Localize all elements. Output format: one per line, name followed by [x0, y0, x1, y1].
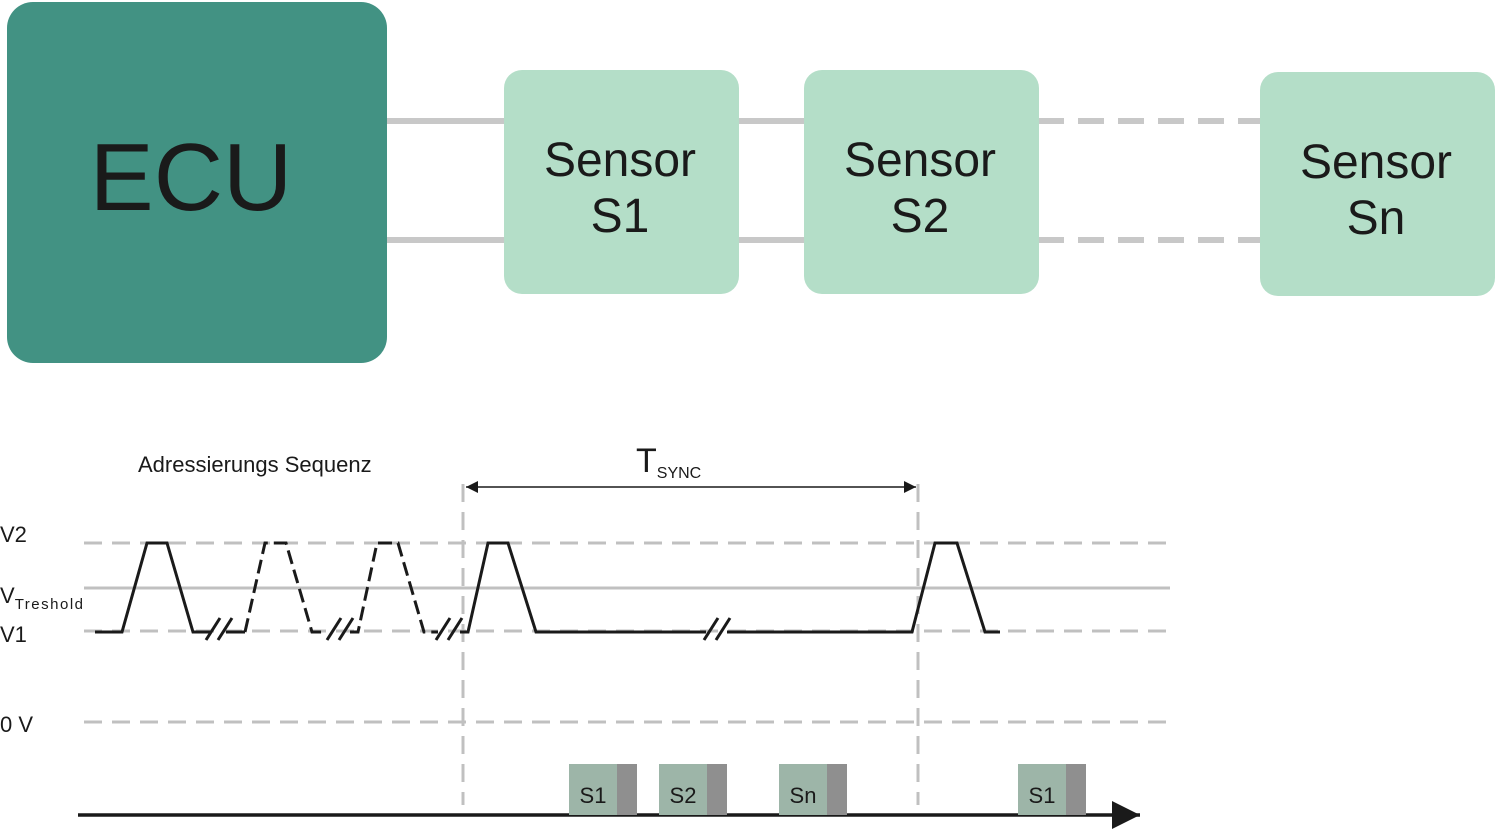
pulse-3-dashed [350, 541, 438, 634]
slot-s2-label: S2 [670, 783, 697, 808]
break-mark-1 [204, 617, 234, 641]
break-mark-4 [702, 617, 732, 641]
response-slot-s1: S1 [569, 764, 637, 815]
signal-waveform [95, 541, 1000, 641]
ecu-label: ECU [90, 124, 293, 231]
level-vthreshold-main: V [0, 583, 15, 608]
slot-s1-repeat-label: S1 [1029, 783, 1056, 808]
pulse-5 [727, 541, 1000, 634]
level-v2-label: V2 [0, 522, 27, 547]
response-slot-s1-repeat: S1 [1018, 764, 1086, 815]
tsync-main: T [636, 442, 657, 480]
bus-wires [386, 118, 1260, 243]
break-mark-2 [325, 617, 355, 641]
level-v1-label: V1 [0, 622, 27, 647]
sensor-s1-title: Sensor [544, 134, 696, 187]
sensor-s2-id: S2 [891, 190, 950, 243]
level-zero-label: 0 V [0, 712, 33, 737]
response-slot-s2: S2 [659, 764, 727, 815]
pulse-1 [95, 541, 210, 634]
sensor-s1-id: S1 [591, 190, 650, 243]
response-slot-sn: Sn [779, 764, 847, 815]
sensor-block-s2: Sensor S2 [804, 70, 1039, 294]
level-guides [84, 484, 1170, 805]
sensor-block-s1: Sensor S1 [504, 70, 739, 294]
pulse-4 [460, 541, 706, 634]
break-mark-3 [434, 617, 464, 641]
pulse-2-dashed [243, 541, 324, 634]
tsync-label: TSYNC [636, 442, 701, 482]
sensor-sn-id: Sn [1347, 192, 1406, 245]
slot-sn-label: Sn [790, 783, 817, 808]
addressing-sequence-label: Adressierungs Sequenz [138, 452, 372, 477]
tsync-sub: SYNC [657, 465, 701, 482]
sensor-sn-title: Sensor [1300, 136, 1452, 189]
slot-s1-label: S1 [580, 783, 607, 808]
ecu-block: ECU [7, 2, 387, 363]
sensor-s2-title: Sensor [844, 134, 996, 187]
level-vthreshold-label: VTreshold [0, 583, 85, 613]
sensor-block-sn: Sensor Sn [1260, 72, 1495, 296]
level-vthreshold-sub: Treshold [15, 596, 85, 613]
